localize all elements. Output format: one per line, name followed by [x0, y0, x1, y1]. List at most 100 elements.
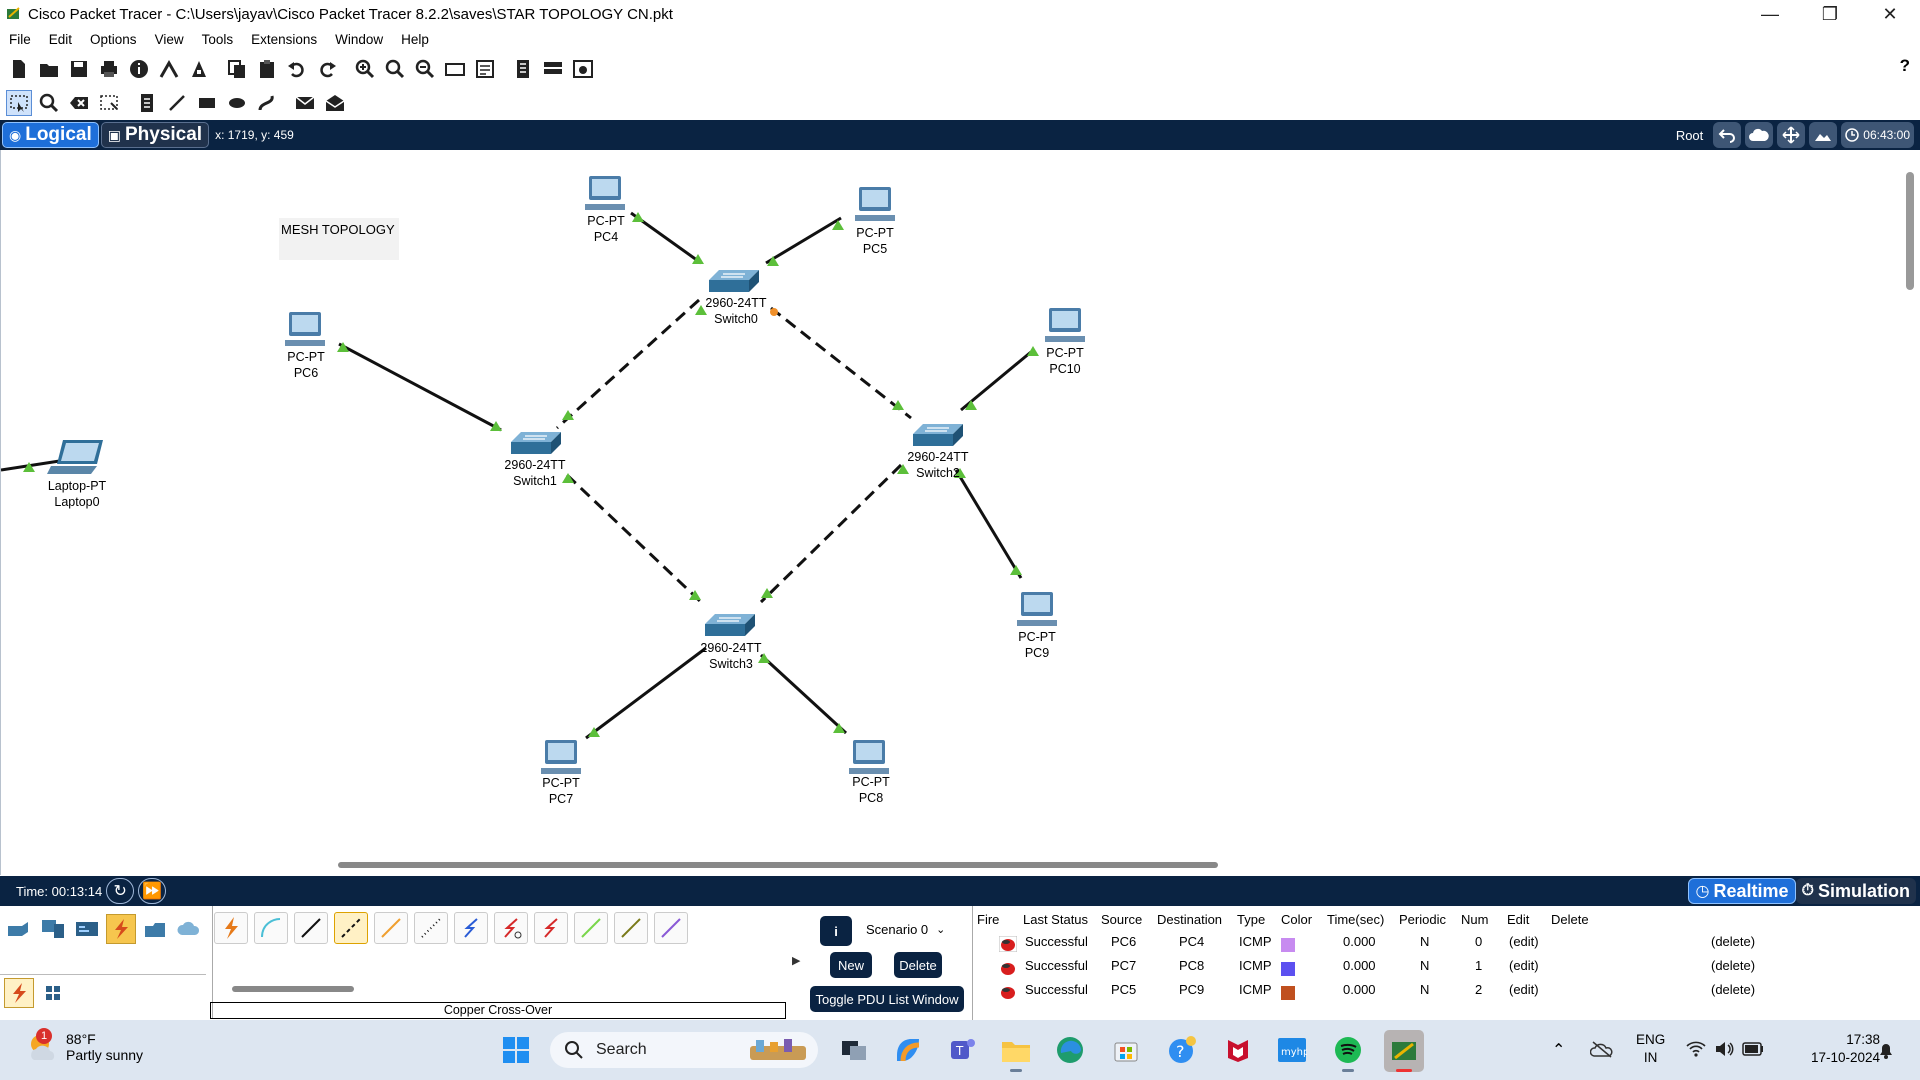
toggle-pdu-list-button[interactable]: Toggle PDU List Window — [810, 986, 964, 1012]
menu-view[interactable]: View — [154, 32, 184, 47]
get-help-icon[interactable]: ? — [1164, 1032, 1200, 1068]
fire-icon[interactable] — [999, 936, 1017, 952]
info-icon[interactable] — [126, 56, 152, 82]
help-icon[interactable]: ? — [1899, 56, 1910, 75]
copper-cross-over-icon[interactable] — [334, 912, 368, 944]
show-hidden-icons[interactable]: ⌃ — [1552, 1042, 1566, 1059]
copy-icon[interactable] — [224, 56, 250, 82]
move-object-icon[interactable] — [1777, 122, 1806, 148]
notifications-bell-icon[interactable] — [1876, 1040, 1896, 1060]
table-row[interactable]: Successful PC7 PC8 ICMP 0.000 N 1 (edit)… — [973, 958, 1920, 978]
activity-wizard-icon[interactable] — [186, 56, 212, 82]
serial-dce-icon[interactable] — [494, 912, 528, 944]
tab-physical[interactable]: ▣ Physical — [100, 122, 210, 148]
minimize-icon[interactable]: — — [1761, 3, 1779, 24]
server-rack-icon[interactable] — [540, 56, 566, 82]
weather-widget[interactable]: 1 88°F Partly sunny — [26, 1028, 143, 1064]
edge-browser-icon[interactable] — [1052, 1032, 1088, 1068]
fire-icon[interactable] — [999, 984, 1017, 1000]
connections-scrollbar[interactable] — [232, 986, 354, 992]
expand-arrow-icon[interactable]: ▶ — [792, 955, 801, 967]
paste-icon[interactable] — [254, 56, 280, 82]
select-icon[interactable] — [6, 90, 32, 116]
menu-window[interactable]: Window — [335, 32, 384, 47]
row-edit-link[interactable]: (edit) — [1509, 982, 1539, 997]
coaxial-cable-icon[interactable] — [454, 912, 488, 944]
delete-scenario-button[interactable]: Delete — [894, 952, 942, 978]
power-cycle-icon[interactable]: ↻ — [106, 878, 135, 904]
back-icon[interactable] — [1713, 122, 1742, 148]
scenario-select[interactable]: Scenario 0 ⌄ — [862, 918, 958, 940]
complex-pdu-icon[interactable] — [322, 90, 348, 116]
fast-forward-icon[interactable]: ⏩ — [138, 878, 167, 904]
draw-ellipse-icon[interactable] — [224, 90, 250, 116]
table-row[interactable]: Successful PC6 PC4 ICMP 0.000 N 0 (edit)… — [973, 934, 1920, 954]
auto-connection-icon[interactable] — [214, 912, 248, 944]
lightning-connection-icon[interactable] — [4, 978, 34, 1008]
row-edit-link[interactable]: (edit) — [1509, 958, 1539, 973]
misc-icon[interactable] — [140, 914, 170, 944]
octal-cable-icon[interactable] — [574, 912, 608, 944]
redo-icon[interactable] — [314, 56, 340, 82]
start-button[interactable] — [498, 1032, 534, 1068]
components-icon[interactable] — [72, 914, 102, 944]
new-scenario-button[interactable]: New — [830, 952, 872, 978]
network-devices-icon[interactable] — [4, 914, 34, 944]
custom-device-icon[interactable] — [472, 56, 498, 82]
row-delete-link[interactable]: (delete) — [1711, 958, 1756, 973]
restore-icon[interactable]: ❐ — [1821, 3, 1839, 24]
battery-icon[interactable] — [1742, 1042, 1764, 1056]
iot-custom-cable-icon[interactable] — [614, 912, 648, 944]
taskbar-search[interactable]: Search — [550, 1032, 818, 1068]
zoom-in-icon[interactable] — [352, 56, 378, 82]
menu-edit[interactable]: Edit — [48, 32, 73, 47]
menu-extensions[interactable]: Extensions — [251, 32, 318, 47]
grid-icon[interactable] — [38, 978, 68, 1008]
zoom-out-icon[interactable] — [412, 56, 438, 82]
serial-dte-icon[interactable] — [534, 912, 568, 944]
resize-shape-icon[interactable] — [96, 90, 122, 116]
delete-icon[interactable] — [66, 90, 92, 116]
end-devices-icon[interactable] — [38, 914, 68, 944]
row-delete-link[interactable]: (delete) — [1711, 982, 1756, 997]
web-view-icon[interactable] — [570, 56, 596, 82]
file-explorer-icon[interactable] — [998, 1032, 1034, 1072]
draw-rectangle-icon[interactable] — [194, 90, 220, 116]
volume-icon[interactable] — [1714, 1040, 1734, 1058]
taskbar-clock[interactable]: 17:38 17-10-2024 — [1784, 1031, 1880, 1067]
undo-icon[interactable] — [284, 56, 310, 82]
cluster-cloud-icon[interactable] — [1745, 122, 1774, 148]
viewport-clock-icon[interactable]: 06:43:00 — [1841, 122, 1914, 148]
table-row[interactable]: Successful PC5 PC9 ICMP 0.000 N 2 (edit)… — [973, 982, 1920, 1002]
phone-cable-icon[interactable] — [414, 912, 448, 944]
place-note-icon[interactable] — [134, 90, 160, 116]
new-file-icon[interactable] — [6, 56, 32, 82]
simple-pdu-icon[interactable] — [292, 90, 318, 116]
task-view-icon[interactable] — [836, 1032, 872, 1068]
row-delete-link[interactable]: (delete) — [1711, 934, 1756, 949]
multiuser-cloud-icon[interactable] — [174, 914, 204, 944]
copilot-icon[interactable] — [890, 1032, 926, 1068]
freeform-icon[interactable] — [254, 90, 280, 116]
draw-line-icon[interactable] — [164, 90, 190, 116]
background-image-icon[interactable] — [1809, 122, 1838, 148]
packet-tracer-taskbar-icon[interactable] — [1384, 1030, 1424, 1072]
onedrive-offline-icon[interactable] — [1590, 1040, 1614, 1058]
save-icon[interactable] — [66, 56, 92, 82]
open-folder-icon[interactable] — [36, 56, 62, 82]
zoom-reset-icon[interactable] — [382, 56, 408, 82]
menu-help[interactable]: Help — [401, 32, 429, 47]
inspect-icon[interactable] — [36, 90, 62, 116]
fire-icon[interactable] — [999, 960, 1017, 976]
myhp-icon[interactable]: myhp — [1274, 1032, 1310, 1068]
realtime-mode-button[interactable]: ◷ Realtime — [1688, 878, 1796, 904]
